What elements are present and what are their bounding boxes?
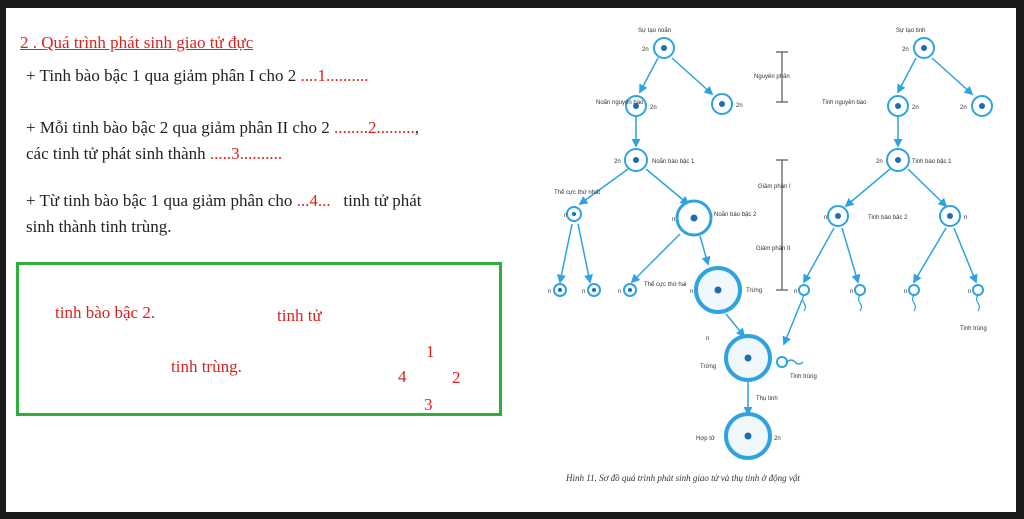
svg-text:2n: 2n: [736, 103, 743, 109]
svg-text:2n: 2n: [912, 105, 919, 111]
line-1: + Tinh bào bậc 1 qua giảm phân I cho 2 .…: [26, 66, 368, 86]
label-nguyen-phan: Nguyên phân: [754, 74, 790, 80]
cell-sperm-2: [854, 284, 866, 312]
cell-sperm-4: [972, 284, 984, 312]
cell-secondary-spermatocyte-b: [939, 205, 961, 227]
label-noan-bao-bac-2: Noãn bào bậc 2: [714, 212, 757, 218]
phase-scale: [776, 51, 788, 291]
label-tinh-trung-fertilizing: Tinh trùng: [790, 374, 817, 380]
label-hop-tu: Hợp tử: [696, 435, 715, 442]
cell-polar-body-a: [553, 283, 567, 297]
label-the-cuc-1: Thể cực thứ nhất: [554, 189, 600, 196]
svg-text:n: n: [618, 289, 621, 295]
cell-egg: [694, 266, 742, 314]
blank-2: ........2.........: [333, 118, 415, 137]
cell-egg-fertilization: [724, 334, 772, 382]
label-giam-phan-2: Giảm phân II: [756, 246, 791, 252]
line-2b: các tinh tử phát sinh thành .....3......…: [26, 144, 282, 164]
cell-secondary-oocyte: [675, 199, 713, 237]
cell-primary-oocyte: [624, 148, 648, 172]
cell-fertilizing-sperm: [776, 356, 804, 368]
svg-text:n: n: [690, 289, 693, 295]
blank-4-value: 4: [309, 191, 318, 210]
line-3-text-b: tinh tử phát: [343, 191, 422, 210]
blank-3-value: 3: [231, 144, 240, 163]
answer-word-1: tinh bào bậc 2.: [55, 303, 156, 322]
blank-4: ...4...: [296, 191, 331, 210]
line-2-text: + Mỗi tinh bào bậc 2 qua giảm phân II ch…: [26, 118, 330, 137]
svg-text:n: n: [968, 289, 971, 295]
cell-oogonium-origin: [653, 37, 675, 59]
answer-word-2: tinh tử: [277, 306, 322, 325]
answer-number-1: 1: [426, 342, 435, 361]
cell-polar-body-b: [587, 283, 601, 297]
answer-box: [16, 262, 502, 416]
label-noan-nguyen-bao: Noãn nguyên bào: [596, 100, 644, 106]
spermatogenesis-arrows: [803, 57, 978, 284]
blank-3: .....3..........: [209, 144, 283, 163]
section-heading: 2 . Quá trình phát sinh giao tử đực: [20, 33, 254, 52]
line-2: + Mỗi tinh bào bậc 2 qua giảm phân II ch…: [26, 118, 419, 137]
title-oogenesis: Sự tạo noãn: [638, 28, 671, 34]
cell-oogonium: [625, 95, 647, 117]
label-thu-tinh: Thụ tinh: [756, 396, 778, 402]
svg-text:n: n: [794, 289, 797, 295]
cell-spermatogonium-origin: [913, 37, 935, 59]
label-noan-bao-bac-1: Noãn bào bậc 1: [652, 159, 695, 165]
cell-spermatogonium-copy: [971, 95, 993, 117]
svg-text:n: n: [582, 289, 585, 295]
label-tinh-bao-bac-1: Tinh bào bậc 1: [912, 159, 952, 165]
cell-sperm-3: [908, 284, 920, 312]
figure-caption: Hình 11. Sơ đồ quá trình phát sinh giao …: [565, 473, 800, 483]
cell-secondary-spermatocyte-a: [827, 205, 849, 227]
svg-text:2n: 2n: [774, 436, 781, 442]
svg-text:2n: 2n: [614, 159, 621, 165]
blank-1: ....1..........: [300, 66, 369, 85]
label-trung-2: Trứng: [700, 364, 716, 370]
gametogenesis-diagram: Sự tạo noãn Sự tạo tinh Nguyên p: [548, 28, 993, 483]
label-tinh-trung: Tinh trùng: [960, 326, 987, 332]
svg-text:2n: 2n: [642, 47, 649, 53]
document-page: [6, 8, 1016, 512]
answer-number-3: 3: [424, 395, 433, 414]
cell-sperm-1: [798, 284, 810, 312]
svg-text:n: n: [548, 289, 551, 295]
line-3b: sinh thành tinh trùng.: [26, 217, 172, 236]
svg-text:2n: 2n: [650, 105, 657, 111]
cell-first-polar-body: [566, 206, 582, 222]
cell-zygote: [724, 412, 772, 460]
label-tinh-bao-bac-2: Tinh bào bậc 2: [868, 215, 908, 221]
svg-text:n: n: [850, 289, 853, 295]
cell-oogonium-copy: [711, 93, 733, 115]
label-trung: Trứng: [746, 288, 762, 294]
line-1-text: + Tinh bào bậc 1 qua giảm phân I cho 2: [26, 66, 297, 85]
label-giam-phan-1: Giảm phân I: [758, 184, 791, 190]
cell-second-polar-body: [623, 283, 637, 297]
answer-word-3: tinh trùng.: [171, 357, 242, 376]
svg-text:n: n: [706, 336, 709, 342]
svg-text:n: n: [672, 217, 675, 223]
svg-text:n: n: [904, 289, 907, 295]
svg-text:n: n: [964, 215, 967, 221]
line-2b-text: các tinh tử phát sinh thành: [26, 144, 206, 163]
svg-text:2n: 2n: [902, 47, 909, 53]
blank-2-value: 2: [367, 118, 377, 137]
line-3-text: + Từ tinh bào bậc 1 qua giảm phân cho: [26, 191, 293, 210]
answer-number-4: 4: [398, 367, 407, 386]
cell-spermatogonium: [887, 95, 909, 117]
blank-1-value: 1: [317, 66, 326, 85]
label-the-cuc-2: Thể cực thứ hai: [644, 281, 686, 288]
label-tinh-nguyen-bao: Tinh nguyên bào: [822, 100, 867, 106]
svg-text:n: n: [564, 213, 567, 219]
cell-primary-spermatocyte: [886, 148, 910, 172]
svg-text:2n: 2n: [876, 159, 883, 165]
line-3: + Từ tinh bào bậc 1 qua giảm phân cho ..…: [26, 191, 422, 211]
svg-text:n: n: [824, 215, 827, 221]
oogenesis-arrows: [557, 57, 803, 416]
answer-number-2: 2: [452, 368, 461, 387]
svg-text:2n: 2n: [960, 105, 967, 111]
ploidy-labels: 2n 2n 2n 2n n n n n n n n 2n 2n 2n 2n 2n…: [548, 47, 971, 442]
title-spermatogenesis: Sự tạo tinh: [896, 28, 925, 34]
